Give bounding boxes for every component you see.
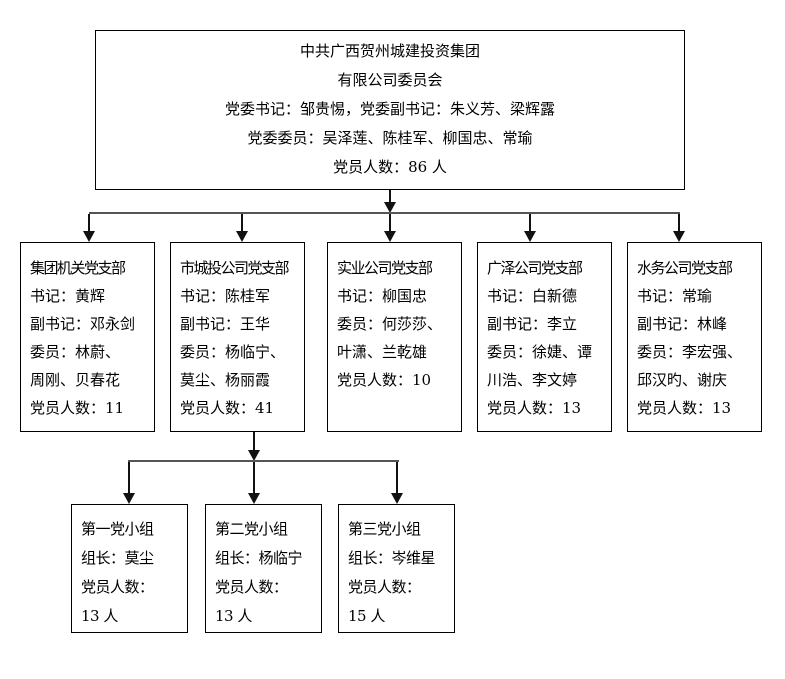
arrow-down-icon — [384, 202, 396, 213]
text-line: 副书记：林峰 — [637, 315, 728, 333]
arrow-down-icon — [673, 231, 685, 242]
connector-line — [389, 214, 391, 232]
text-line: 实业公司党支部 — [337, 259, 433, 277]
text-line: 书记：常瑜 — [637, 287, 713, 305]
text-line: 莫尘、杨丽霞 — [180, 371, 271, 389]
text-line: 党员人数： — [348, 578, 421, 596]
connector-line — [128, 462, 130, 493]
group-box-first: 第一党小组组长：莫尘党员人数： 13 人 — [71, 504, 188, 633]
arrow-down-icon — [123, 493, 135, 504]
arrow-down-icon — [391, 493, 403, 504]
text-line: 市城投公司党支部 — [180, 259, 290, 277]
text-line: 第一党小组 — [81, 520, 154, 538]
connector-line — [678, 214, 680, 232]
arrow-down-icon — [248, 493, 260, 504]
connector-line — [253, 432, 255, 450]
text-line: 周刚、贝春花 — [30, 371, 121, 389]
text-line: 广泽公司党支部 — [487, 259, 583, 277]
text-line: 党员人数： — [215, 578, 288, 596]
text-line: 委员：林蔚、 — [30, 343, 121, 361]
branch-box-city-investment: 市城投公司党支部书记：陈桂军副书记：王华委员：杨临宁、莫尘、杨丽霞党员人数：41 — [170, 242, 305, 432]
branch-box-group-office: 集团机关党支部书记：黄辉副书记：邓永剑委员：林蔚、周刚、贝春花党员人数：11 — [20, 242, 155, 432]
text-line: 党员人数：10 — [337, 371, 432, 389]
connector-line — [88, 214, 90, 232]
text-line: 第三党小组 — [348, 520, 421, 538]
text-line: 邱汉旳、谢庆 — [637, 371, 728, 389]
text-line: 党员人数：11 — [30, 399, 125, 417]
text-line: 第二党小组 — [215, 520, 288, 538]
text-line: 委员：何莎莎、 — [337, 315, 443, 333]
arrow-down-icon — [248, 450, 260, 461]
branch-box-industrial: 实业公司党支部书记：柳国忠委员：何莎莎、叶潇、兰乾雄党员人数：10 — [327, 242, 462, 432]
text-line: 组长：岑维星 — [348, 549, 436, 567]
branch-box-water: 水务公司党支部书记：常瑜副书记：林峰委员：李宏强、邱汉旳、谢庆党员人数：13 — [627, 242, 762, 432]
connector-line — [241, 214, 243, 232]
group-box-second: 第二党小组组长：杨临宁党员人数： 13 人 — [205, 504, 322, 633]
text-line: 委员：李宏强、 — [637, 343, 743, 361]
connector-line — [253, 462, 255, 493]
text-line: 委员：徐婕、谭 — [487, 343, 593, 361]
text-line: 党委书记：邹贵惕，党委副书记：朱义芳、梁辉露 — [224, 100, 555, 118]
root-committee-box: 中共广西贺州城建投资集团有限公司委员会党委书记：邹贵惕，党委副书记：朱义芳、梁辉… — [95, 30, 685, 190]
arrow-down-icon — [236, 231, 248, 242]
connector-line — [529, 214, 531, 232]
text-line: 党员人数：41 — [180, 399, 275, 417]
text-line: 中共广西贺州城建投资集团 — [299, 42, 480, 60]
group-box-third: 第三党小组组长：岑维星党员人数： 15 人 — [338, 504, 455, 633]
text-line: 副书记：李立 — [487, 315, 578, 333]
arrow-down-icon — [384, 231, 396, 242]
text-line: 党委委员：吴泽莲、陈桂军、柳国忠、常瑜 — [247, 129, 533, 147]
text-line: 党员人数：13 — [487, 399, 582, 417]
arrow-down-icon — [83, 231, 95, 242]
branch-box-guangze: 广泽公司党支部书记：白新德副书记：李立委员：徐婕、谭川浩、李文婷党员人数：13 — [477, 242, 612, 432]
text-line: 15 人 — [348, 607, 385, 625]
text-line: 副书记：王华 — [180, 315, 271, 333]
text-line: 13 人 — [81, 607, 118, 625]
text-line: 组长：杨临宁 — [215, 549, 303, 567]
text-line: 党员人数：13 — [637, 399, 732, 417]
text-line: 叶潇、兰乾雄 — [337, 343, 428, 361]
text-line: 集团机关党支部 — [30, 259, 126, 277]
text-line: 川浩、李文婷 — [487, 371, 578, 389]
text-line: 有限公司委员会 — [337, 71, 443, 89]
text-line: 副书记：邓永剑 — [30, 315, 136, 333]
connector-line — [389, 190, 391, 203]
text-line: 书记：白新德 — [487, 287, 578, 305]
connector-line — [89, 212, 680, 214]
text-line: 组长：莫尘 — [81, 549, 154, 567]
text-line: 党员人数： — [81, 578, 154, 596]
text-line: 书记：柳国忠 — [337, 287, 428, 305]
connector-line — [396, 462, 398, 493]
connector-line — [128, 460, 399, 462]
text-line: 书记：黄辉 — [30, 287, 106, 305]
arrow-down-icon — [524, 231, 536, 242]
text-line: 水务公司党支部 — [637, 259, 733, 277]
text-line: 书记：陈桂军 — [180, 287, 271, 305]
text-line: 党员人数：86 人 — [333, 158, 447, 176]
text-line: 委员：杨临宁、 — [180, 343, 286, 361]
text-line: 13 人 — [215, 607, 252, 625]
